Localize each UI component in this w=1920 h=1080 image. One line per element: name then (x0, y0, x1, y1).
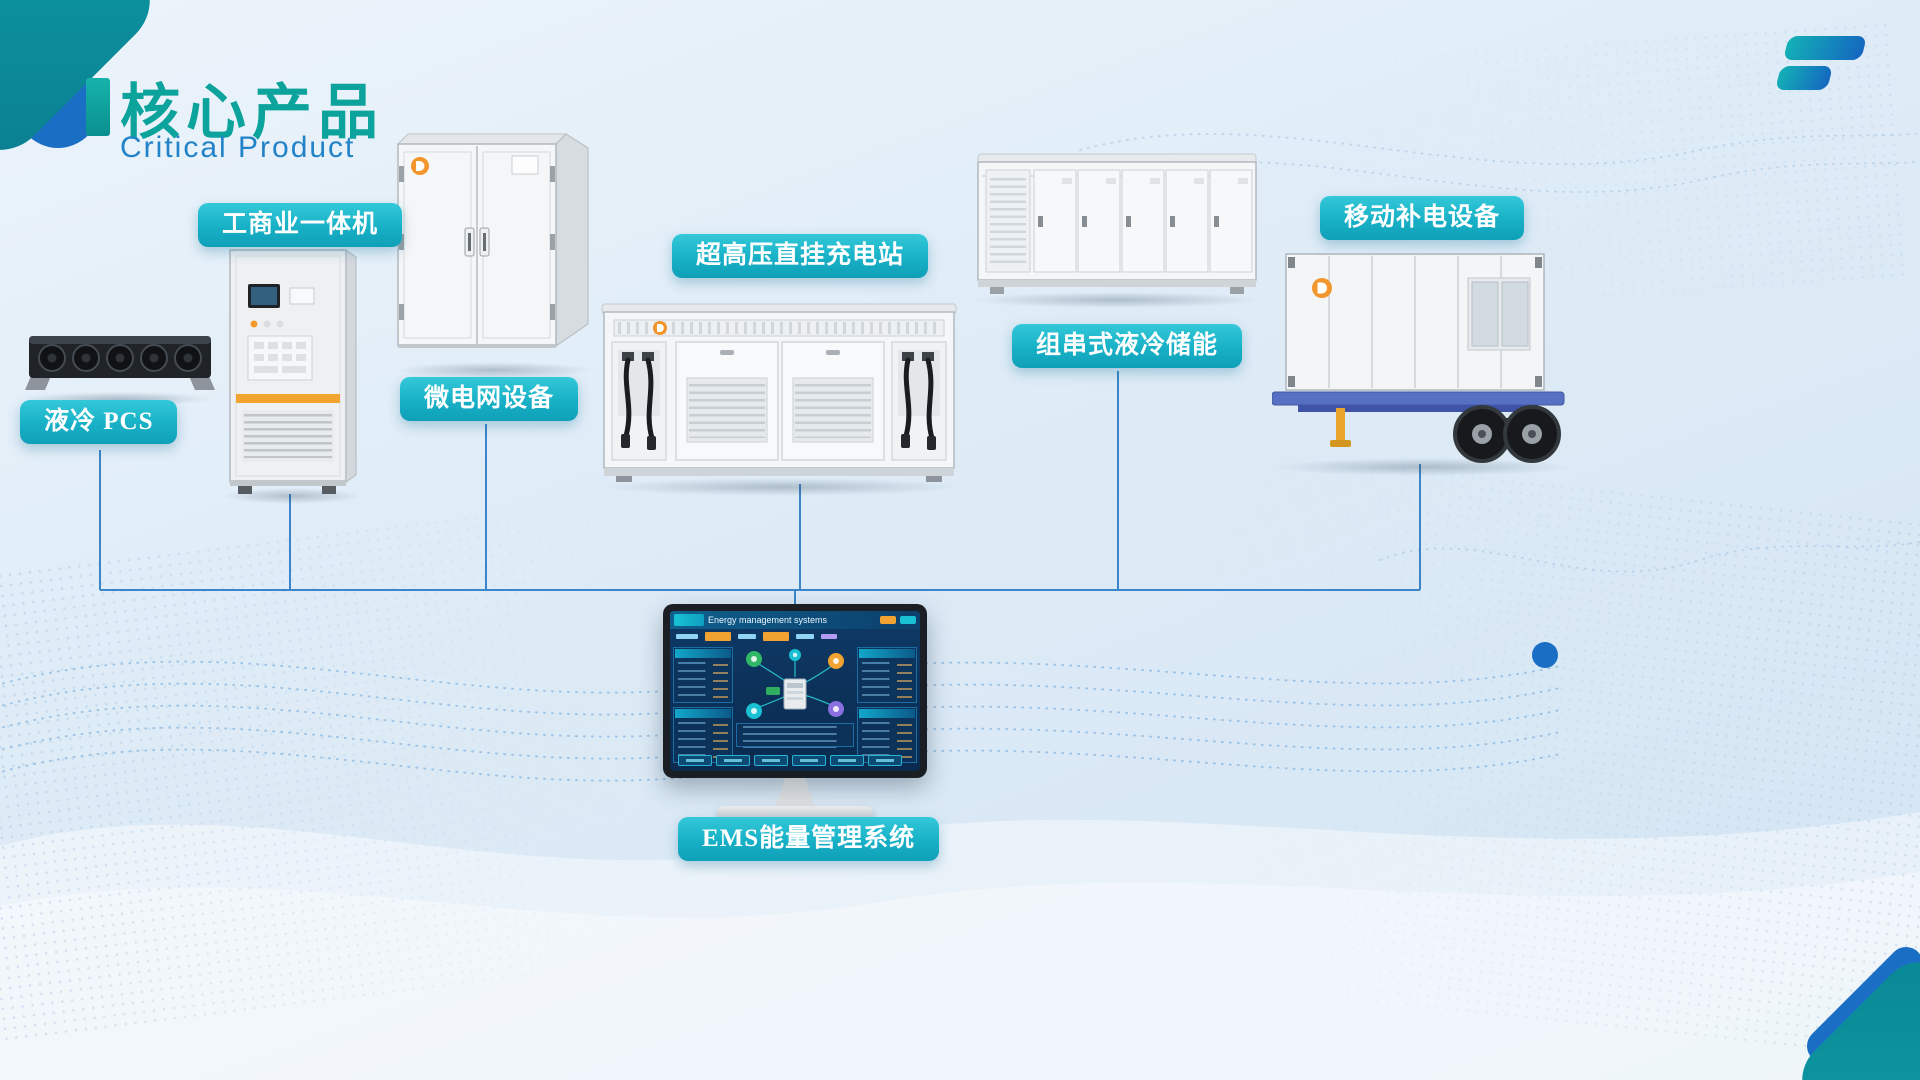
screen-logo-chip (674, 614, 704, 626)
screen-button (792, 755, 826, 766)
screen-title: Energy management systems (708, 615, 828, 625)
screen-button (830, 755, 864, 766)
brand-logo-top-bar (1783, 36, 1867, 60)
brand-logo (1768, 30, 1878, 104)
ems-flow-diagram (746, 649, 844, 719)
product-liquid-pcs (25, 328, 215, 399)
screen-button (754, 755, 788, 766)
landing-gear (1336, 408, 1345, 442)
fan-icons (38, 344, 202, 372)
product-microgrid (392, 122, 597, 373)
screen-button-row (670, 755, 920, 768)
page-title: 核心产品 (120, 79, 384, 146)
product-label-mobile-recharge: 移动补电设备 (1320, 196, 1525, 240)
product-shadow (972, 292, 1262, 308)
screen-status-chip (880, 616, 896, 624)
product-commercial-aio (222, 244, 362, 501)
product-label-ems: EMS能量管理系统 (678, 817, 940, 861)
uhv-charging-image (601, 303, 957, 482)
page-subtitle: Critical Product (120, 131, 356, 164)
product-label-commercial-aio: 工商业一体机 (198, 203, 403, 247)
product-label-microgrid: 微电网设备 (400, 377, 579, 421)
monitor-screen: Energy management systems (670, 611, 920, 771)
screen-panel-right-top (857, 647, 917, 703)
monitor-stand-neck (775, 778, 815, 808)
screen-panel-left-top (673, 647, 733, 703)
screen-status-chip (900, 616, 916, 624)
string-storage-image (977, 153, 1257, 294)
ems-monitor: Energy management systems (663, 604, 927, 818)
commercial-aio-image (229, 249, 357, 494)
status-tag (766, 687, 780, 695)
product-string-storage (972, 146, 1262, 303)
screen-topbar: Energy management systems (670, 611, 920, 629)
screen-statusbar (670, 629, 920, 643)
title-accent-bar (86, 78, 110, 136)
screen-button (716, 755, 750, 766)
screen-panel-center (736, 723, 854, 748)
charging-cables (623, 357, 655, 441)
door-panels (1033, 169, 1253, 273)
product-shadow (394, 362, 594, 378)
product-label-string-storage: 组串式液冷储能 (1012, 324, 1243, 368)
monitor-frame: Energy management systems (663, 604, 927, 778)
product-uhv-charging (600, 294, 965, 491)
liquid-pcs-image (25, 336, 215, 390)
brand-logo-bottom-bar (1775, 66, 1833, 90)
product-label-liquid-pcs: 液冷 PCS (20, 400, 178, 444)
screen-button (868, 755, 902, 766)
product-mobile-recharge (1271, 250, 1572, 473)
microgrid-image (396, 133, 589, 348)
wheels (1453, 405, 1561, 463)
screen-button (678, 755, 712, 766)
product-label-uhv-charging: 超高压直挂充电站 (672, 234, 929, 278)
mobile-recharge-image (1271, 253, 1565, 463)
door-hinges (399, 166, 555, 320)
